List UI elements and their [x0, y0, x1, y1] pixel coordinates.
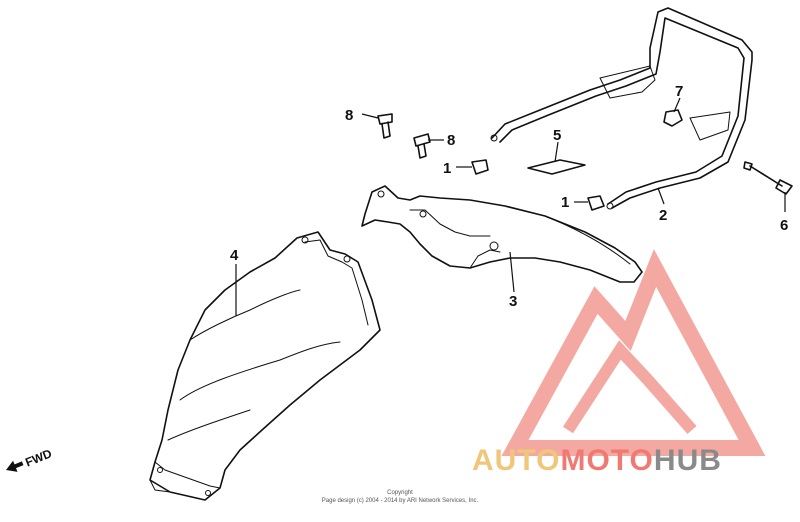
leader-3 — [509, 251, 515, 293]
callout-6: 6 — [780, 217, 788, 234]
watermark-brand: AUTOMOTOHUB — [472, 444, 722, 477]
leader-5 — [554, 141, 559, 163]
fwd-label: FWD — [23, 446, 54, 469]
part-4-inner-fender — [149, 231, 381, 501]
leader-2 — [657, 187, 665, 205]
callout-3: 3 — [509, 293, 517, 310]
part-8-bolt-a — [377, 113, 393, 139]
part-1-nut-a — [471, 159, 489, 175]
part-7-nut — [663, 109, 683, 127]
copyright-line-1: Copyright — [387, 490, 413, 496]
part-3-rear-fender — [361, 185, 643, 283]
part-6-bolt — [743, 161, 793, 195]
part-2-grab-rail — [490, 7, 753, 210]
arrow-left-icon — [6, 460, 24, 472]
part-5-clip — [527, 159, 586, 175]
callout-7: 7 — [675, 83, 683, 100]
part-8-bolt-b — [413, 133, 431, 159]
copyright-line-2: Page design (c) 2004 - 2014 by ARI Netwo… — [322, 498, 479, 504]
callout-8b: 8 — [447, 132, 455, 149]
fwd-indicator: FWD — [6, 446, 54, 472]
callout-1b: 1 — [561, 194, 569, 211]
callout-4: 4 — [230, 247, 239, 264]
callout-5: 5 — [553, 127, 561, 144]
callout-2: 2 — [659, 207, 667, 224]
watermark-logo-icon — [501, 249, 766, 456]
callout-1a: 1 — [443, 160, 451, 177]
watermark-moto: MOTO — [560, 444, 653, 477]
watermark-auto: AUTO — [472, 444, 560, 477]
leader-7 — [673, 97, 681, 113]
part-1-nut-b — [587, 195, 605, 211]
leader-8a — [361, 113, 379, 119]
callout-8a: 8 — [345, 107, 353, 124]
watermark-hub: HUB — [654, 444, 722, 477]
